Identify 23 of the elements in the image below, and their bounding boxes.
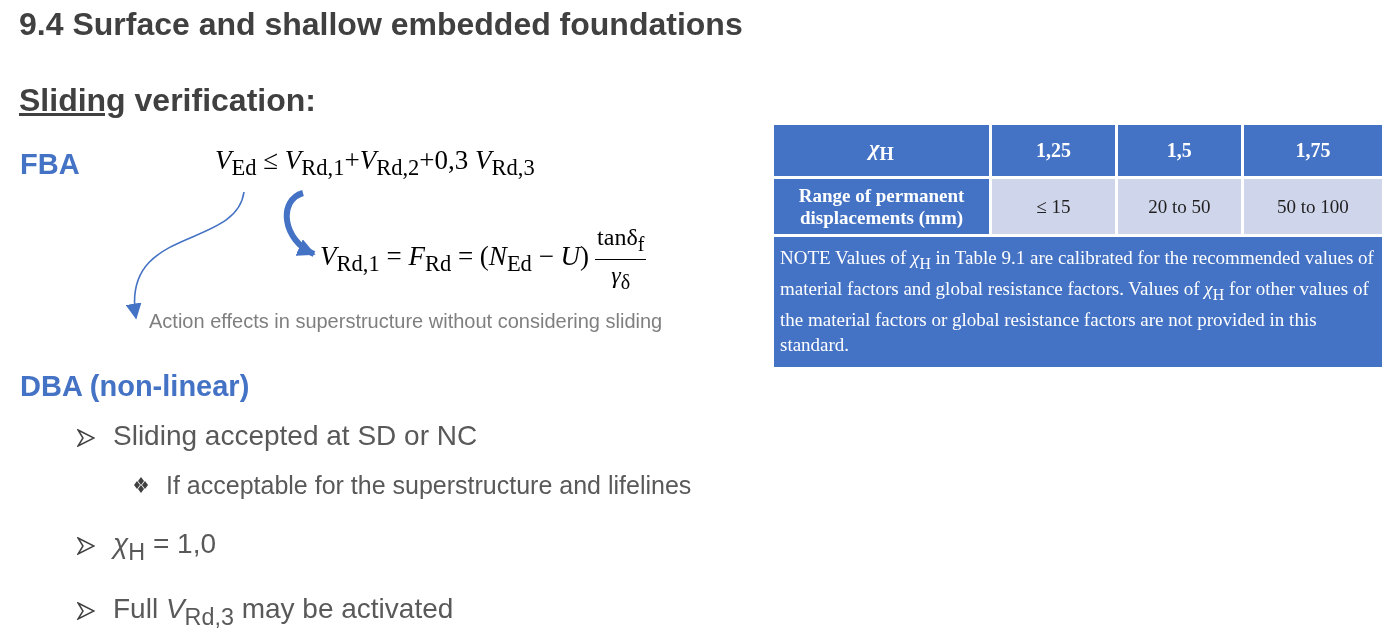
table-cell: 50 to 100 (1242, 177, 1384, 236)
slide-title: 9.4 Surface and shallow embedded foundations (19, 6, 743, 43)
bullet-text: Full V$_{Rd,3}$ may be activated (113, 593, 454, 631)
note-text: Action effects in superstructure without considering sliding (149, 310, 663, 333)
formula-text: V$_{Rd,1}$ = F$_{Rd}$ = (N$_{Ed}$ − U) (320, 241, 590, 278)
bullet-text: Sliding accepted at SD or NC (113, 420, 478, 452)
fraction-numerator: tanδ$_{f}$ (595, 222, 647, 260)
header-cell: 1,75 (1242, 123, 1384, 178)
method-heading: FBA (20, 148, 80, 181)
row-header-cell: Range of permanent displacements (mm) (772, 177, 991, 236)
fraction-denominator: γ$_{δ}$ (611, 260, 631, 295)
curved-arrow (127, 191, 245, 320)
bullet-text: χ$_{H}$ = 1,0 (113, 528, 216, 566)
note-cell: NOTE Values of χ$_{H}$ in Table 9.1 are calibrated for the recommended values of material factors and global resistance factors. Values of χ$_{H}$ for other values of the material factors or global resistance factors are not provided in this standard. (772, 235, 1384, 369)
section-heading: Sliding verification: (19, 82, 316, 119)
formula: V$_{Ed}$ ≤ V$_{Rd,1}$+V$_{Rd,2}$+0,3 V$_{Rd,3}$ (215, 145, 535, 182)
bullet-text: If acceptable for the superstructure and lifelines (166, 471, 692, 500)
header-cell: 1,5 (1116, 123, 1243, 178)
table-cell: ≤ 15 (990, 177, 1117, 236)
table-cell: 20 to 50 (1116, 177, 1243, 236)
header-cell: 1,25 (990, 123, 1117, 178)
header-cell: χ$_{H}$ (772, 123, 991, 178)
method-heading: DBA (non-linear) (20, 370, 250, 403)
